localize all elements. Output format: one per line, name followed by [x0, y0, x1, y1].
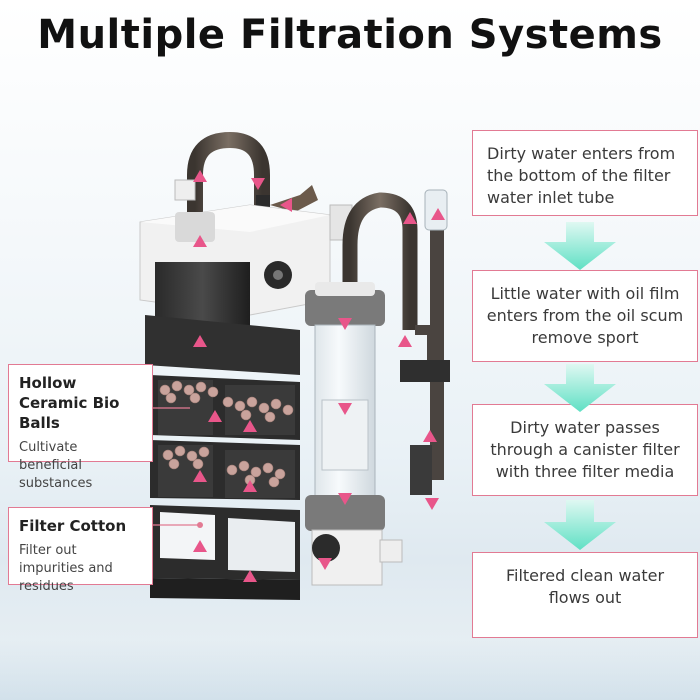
step-card-2: Little water with oil film enters from t… [472, 270, 698, 362]
feature-card-filter-cotton: Filter Cotton Filter out impurities and … [8, 507, 153, 594]
arrow-down-icon [544, 500, 616, 550]
step-card-4: Filtered clean water flows out [472, 552, 698, 638]
step-text: Little water with oil film enters from t… [486, 284, 684, 347]
page-title: Multiple Filtration Systems [37, 12, 663, 58]
step-text: Dirty water passes through a canister fi… [490, 418, 680, 481]
arrow-down-icon [544, 222, 616, 270]
step-card-3: Dirty water passes through a canister fi… [472, 404, 698, 496]
flow-arrows [193, 170, 445, 582]
feature-card-bio-balls: Hollow Ceramic Bio Balls Cultivate benef… [8, 364, 153, 491]
step-card-1: Dirty water enters from the bottom of th… [472, 130, 698, 216]
feature-heading: Hollow Ceramic Bio Balls [19, 374, 120, 432]
arrow-down-icon [544, 364, 616, 412]
feature-description: Cultivate beneficial substances [19, 440, 93, 491]
feature-heading: Filter Cotton [19, 517, 127, 535]
feature-description: Filter out impurities and residues [19, 543, 113, 594]
step-text: Dirty water enters from the bottom of th… [487, 144, 676, 207]
water-surface-background [0, 640, 700, 700]
step-text: Filtered clean water flows out [505, 566, 665, 607]
